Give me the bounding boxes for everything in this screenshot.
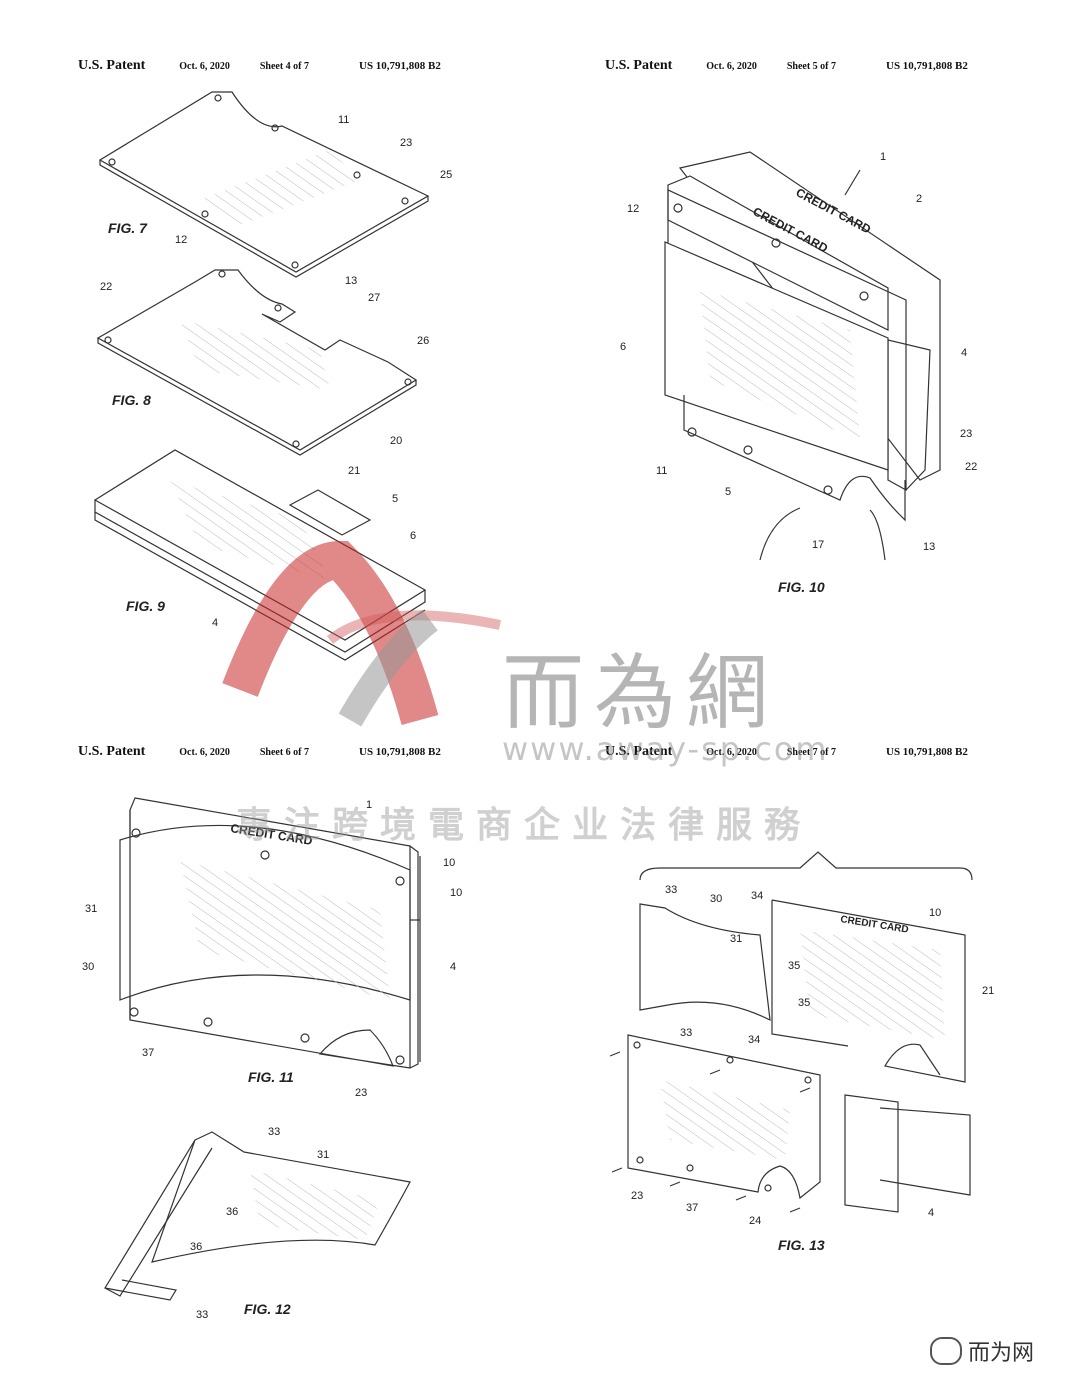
fig11-wallet-drawing	[119, 797, 421, 1069]
svg-text:11: 11	[338, 114, 349, 126]
svg-text:26: 26	[417, 335, 429, 347]
svg-text:33: 33	[196, 1309, 208, 1321]
svg-text:31: 31	[85, 903, 97, 915]
svg-text:37: 37	[142, 1047, 154, 1059]
svg-text:17: 17	[812, 539, 824, 551]
svg-text:10: 10	[443, 857, 455, 869]
svg-text:10: 10	[929, 907, 941, 919]
svg-text:37: 37	[686, 1202, 698, 1214]
fig12-clip-drawing	[104, 1131, 411, 1301]
watermark-tagline: 專注跨境電商企业法律服務	[236, 805, 813, 846]
svg-text:2: 2	[916, 193, 922, 205]
svg-text:4: 4	[928, 1207, 934, 1219]
fig13-caption: FIG. 13	[778, 1237, 825, 1253]
svg-text:21: 21	[982, 985, 994, 997]
svg-text:23: 23	[960, 428, 972, 440]
svg-text:33: 33	[665, 884, 677, 896]
svg-text:22: 22	[100, 281, 112, 293]
fig12-caption: FIG. 12	[244, 1301, 291, 1317]
fig7-caption: FIG. 7	[108, 220, 148, 236]
svg-text:30: 30	[710, 893, 722, 905]
svg-text:24: 24	[749, 1215, 761, 1227]
svg-text:1: 1	[880, 151, 886, 163]
svg-text:36: 36	[226, 1206, 238, 1218]
svg-text:31: 31	[730, 933, 742, 945]
fig8-caption: FIG. 8	[112, 392, 151, 408]
svg-text:11: 11	[656, 465, 667, 477]
fig10-wallet-drawing	[664, 151, 941, 561]
svg-text:4: 4	[450, 961, 456, 973]
svg-text:10: 10	[450, 887, 462, 899]
fig9-wallet-drawing	[93, 449, 427, 661]
svg-text:23: 23	[631, 1190, 643, 1202]
fig7-plate-drawing	[98, 91, 430, 278]
svg-text:35: 35	[798, 997, 810, 1009]
svg-text:36: 36	[190, 1241, 202, 1253]
fig10-caption: FIG. 10	[778, 579, 825, 595]
svg-text:25: 25	[440, 169, 452, 181]
svg-text:34: 34	[751, 890, 763, 902]
sheet-header-6: U.S. Patent Oct. 6, 2020 Sheet 6 of 7 US…	[78, 744, 441, 759]
svg-text:23: 23	[400, 137, 412, 149]
svg-text:6: 6	[620, 341, 626, 353]
svg-text:1: 1	[366, 799, 372, 811]
svg-text:13: 13	[923, 541, 935, 553]
badge-label: 而为网	[968, 1341, 1035, 1366]
svg-text:20: 20	[390, 435, 402, 447]
svg-text:33: 33	[268, 1126, 280, 1138]
fig13-exploded-drawing	[609, 851, 973, 1213]
svg-text:30: 30	[82, 961, 94, 973]
fig9-caption: FIG. 9	[126, 598, 165, 614]
svg-text:23: 23	[355, 1087, 367, 1099]
wechat-badge: 而为网	[930, 1335, 1034, 1367]
watermark-url: www.away-sp.com	[502, 730, 829, 768]
svg-text:6: 6	[410, 530, 416, 542]
svg-text:21: 21	[348, 465, 360, 477]
svg-text:13: 13	[345, 275, 357, 287]
svg-text:34: 34	[748, 1034, 760, 1046]
svg-text:4: 4	[212, 617, 218, 629]
sheet-header-5: U.S. Patent Oct. 6, 2020 Sheet 5 of 7 US…	[605, 58, 968, 73]
svg-text:27: 27	[368, 292, 380, 304]
svg-text:33: 33	[680, 1027, 692, 1039]
svg-text:4: 4	[961, 347, 967, 359]
svg-text:35: 35	[788, 960, 800, 972]
svg-text:31: 31	[317, 1149, 329, 1161]
svg-text:5: 5	[392, 493, 398, 505]
sheet-header-4: U.S. Patent Oct. 6, 2020 Sheet 4 of 7 US…	[78, 58, 441, 73]
svg-text:12: 12	[175, 234, 187, 246]
fig11-caption: FIG. 11	[248, 1069, 294, 1085]
wechat-icon	[930, 1337, 962, 1365]
svg-text:5: 5	[725, 486, 731, 498]
watermark-brand: 而為網	[502, 646, 779, 741]
svg-text:12: 12	[627, 203, 639, 215]
svg-text:22: 22	[965, 461, 977, 473]
sheet-header-7: U.S. Patent Oct. 6, 2020 Sheet 7 of 7 US…	[605, 744, 968, 759]
fig8-frame-drawing	[96, 269, 418, 456]
